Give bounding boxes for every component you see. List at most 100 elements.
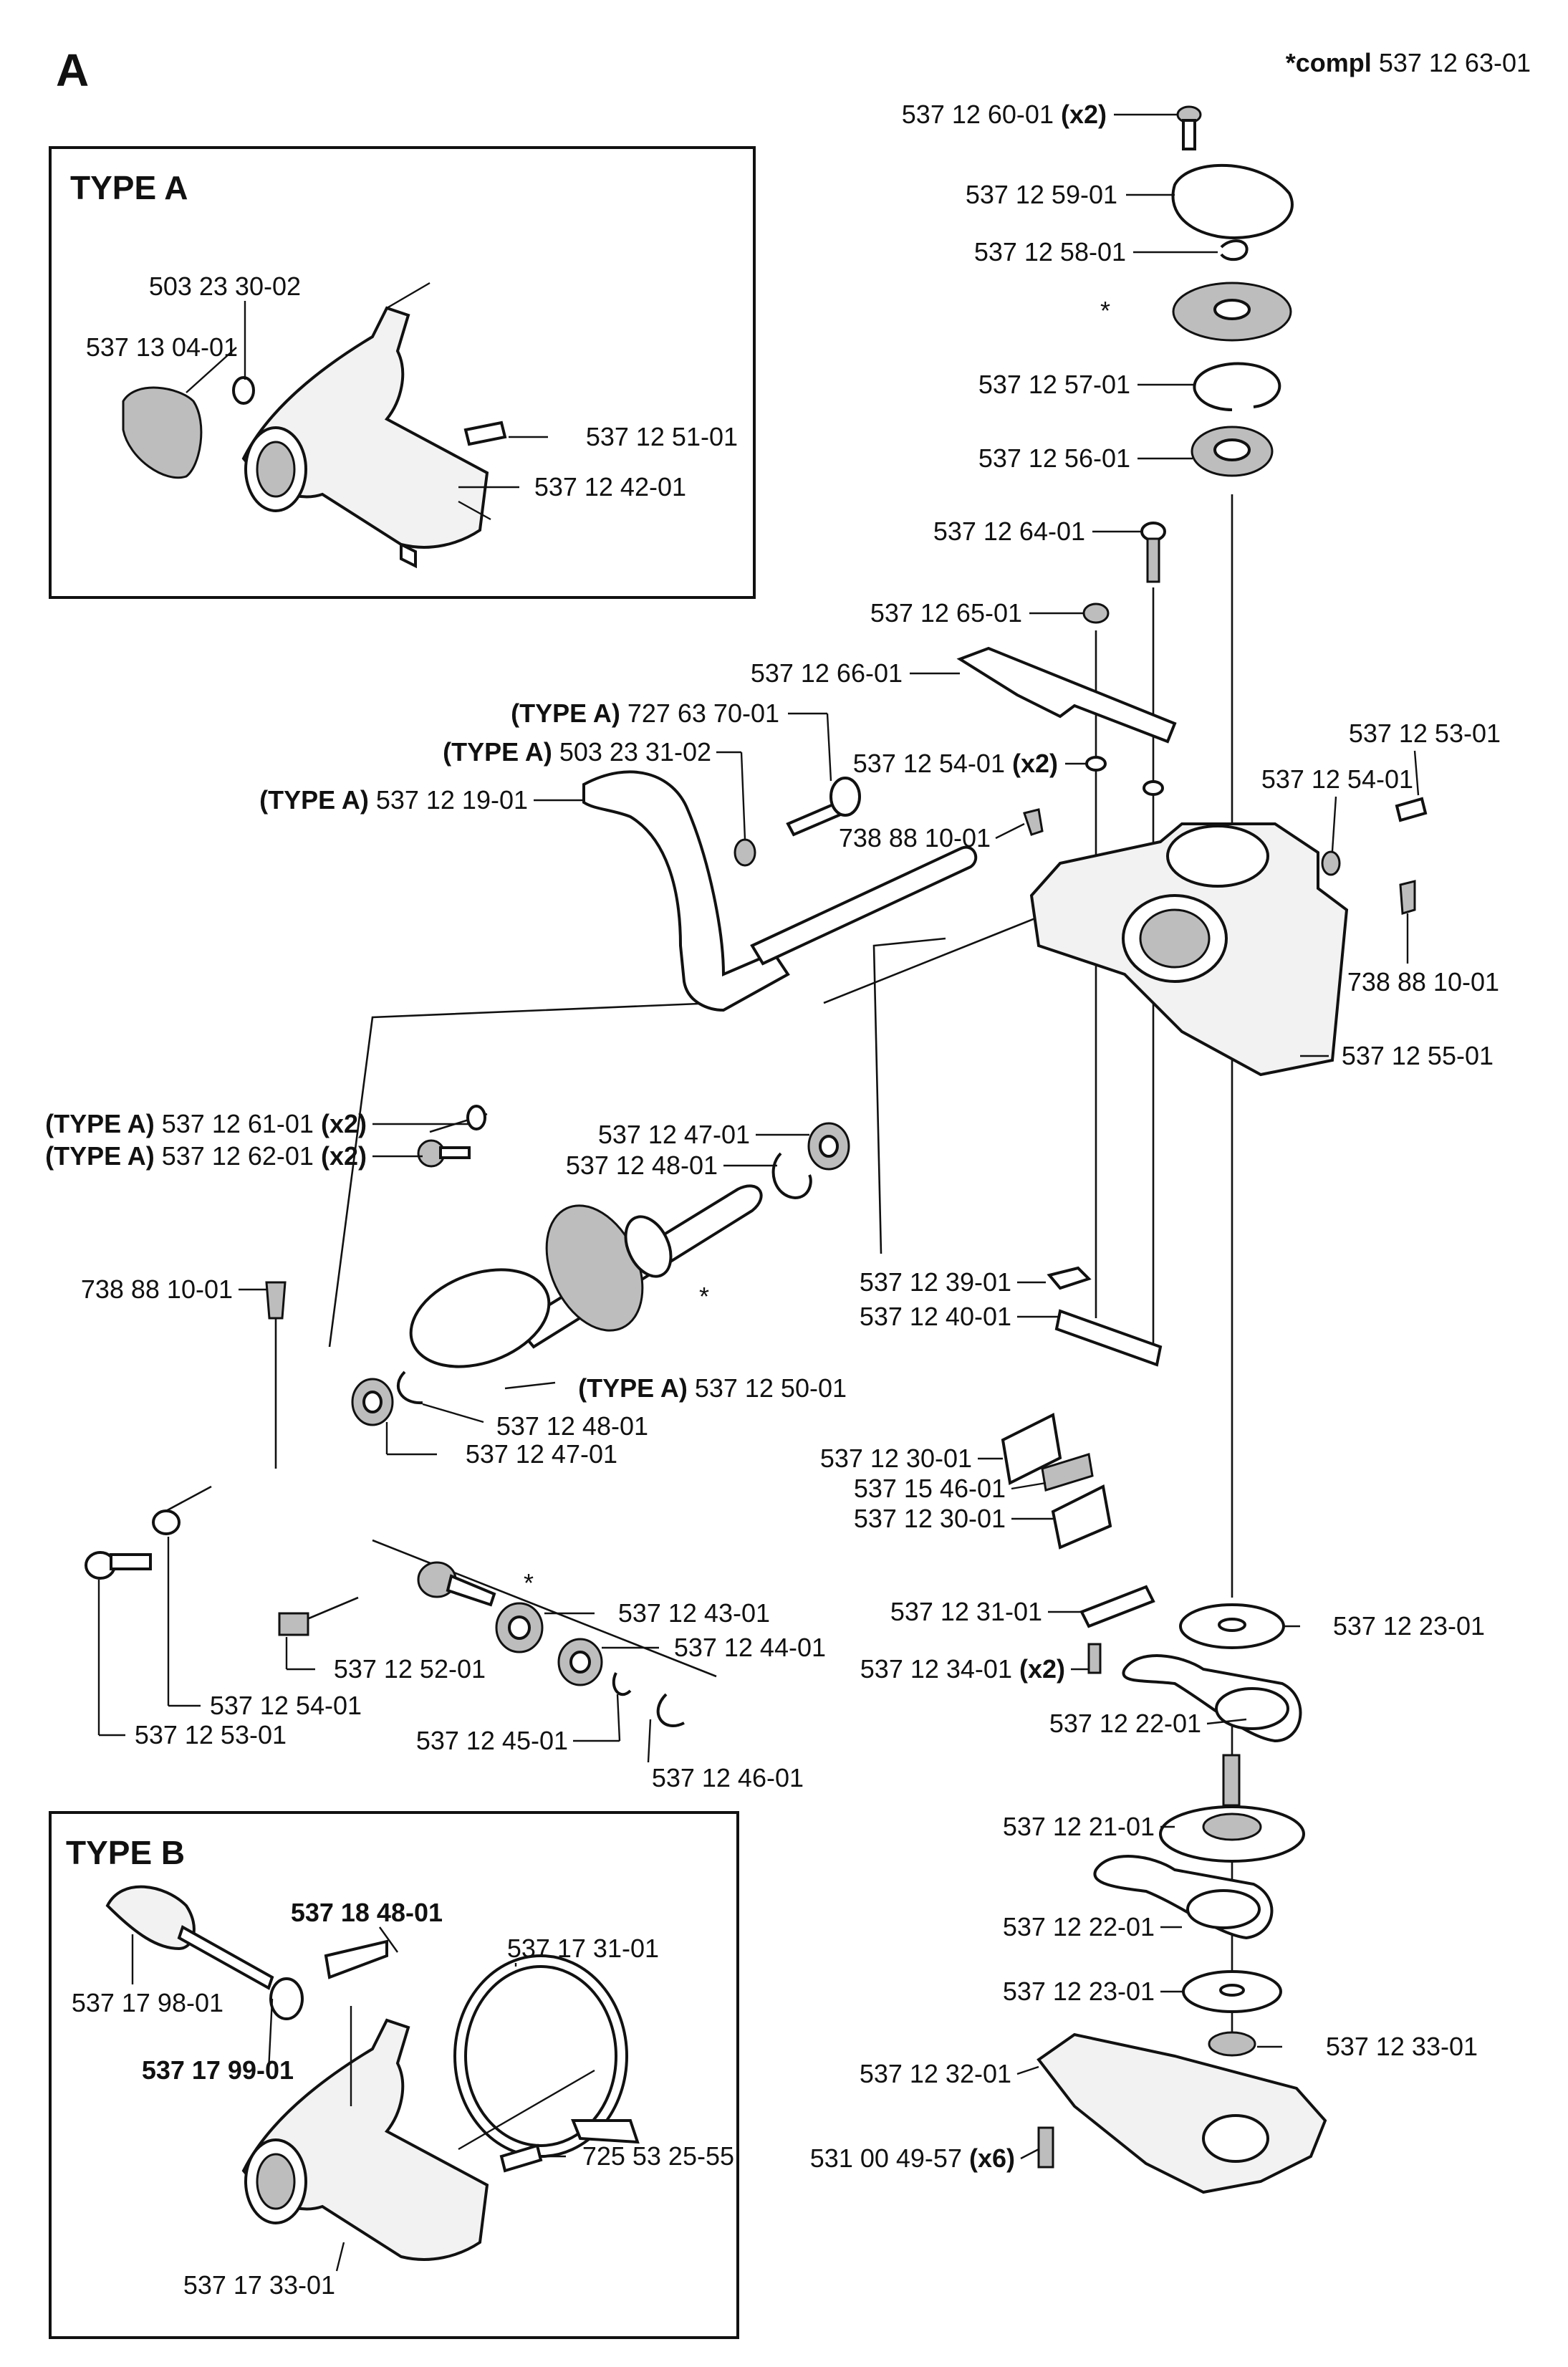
type-a-small-screws: [417, 1105, 486, 1168]
label-537-12-59-01: 537 12 59-01: [966, 180, 1117, 209]
gaskets: [1047, 1266, 1163, 1367]
type-b-parts: [105, 1885, 640, 2261]
label-run: 537 12 52-01: [334, 1654, 486, 1684]
label-537-12-39-01: 537 12 39-01: [860, 1267, 1011, 1297]
washer-1: [1085, 756, 1107, 772]
housing-top-bore: [1166, 825, 1269, 888]
label-run: 537 12 60-01: [902, 100, 1061, 129]
label-725-53-25-55: 725 53 25-55: [582, 2141, 734, 2171]
label-run: 537 12 30-01: [820, 1444, 972, 1473]
label-run: 537 17 31-01: [507, 1934, 659, 1963]
blade-stack: [1036, 1585, 1327, 2194]
label-run: 537 12 44-01: [674, 1633, 826, 1662]
label-537-12-53-01-left: 537 12 53-01: [135, 1720, 287, 1749]
top-cover-assembly: [1171, 105, 1294, 477]
label-run: 537 17 99-01: [142, 2055, 294, 2085]
label-run: 503 23 30-02: [149, 272, 301, 301]
label-537-12-31-01: 537 12 31-01: [890, 1597, 1042, 1626]
label-531-00-49-57: 531 00 49-57 (x6): [810, 2143, 1015, 2173]
label-503-23-30-02: 503 23 30-02: [149, 272, 301, 301]
rubber-blocks: [1001, 1413, 1112, 1550]
label-537-12-45-01: 537 12 45-01: [416, 1726, 568, 1755]
label-run: *: [699, 1282, 709, 1311]
label-run: 537 12 22-01: [1049, 1709, 1201, 1738]
label-run: 537 17 98-01: [72, 1988, 223, 2017]
asterisk-shaft-gear: *: [699, 1282, 709, 1311]
label-537-17-98-01: 537 17 98-01: [72, 1988, 223, 2017]
label-run: (x2): [1012, 749, 1058, 778]
label-run: 537 12 19-01: [369, 785, 528, 815]
type-b-title: TYPE B: [66, 1834, 185, 1871]
label-run: *: [1100, 296, 1110, 325]
label-run: 537 12 59-01: [966, 180, 1117, 209]
label-537-12-52-01: 537 12 52-01: [334, 1654, 486, 1684]
bolt-shaft: [1146, 537, 1160, 583]
label-537-12-50-01: (TYPE A) 537 12 50-01: [578, 1373, 847, 1403]
section-letter: A: [56, 44, 89, 96]
label-537-12-30-01-b: 537 12 30-01: [854, 1504, 1006, 1533]
label-537-18-48-01: 537 18 48-01: [291, 1898, 443, 1927]
label-537-12-57-01: 537 12 57-01: [978, 370, 1130, 399]
label-run: 537 12 62-01: [155, 1141, 321, 1171]
leader-lines: [97, 113, 1420, 2272]
label-537-12-56-01: 537 12 56-01: [978, 443, 1130, 473]
type-a-box: [49, 146, 756, 599]
washer-2: [1143, 780, 1164, 796]
type-a-title: TYPE A: [70, 169, 188, 206]
label-run: 537 12 65-01: [870, 598, 1022, 628]
type-b-box: [49, 1811, 739, 2339]
label-run: 537 12 32-01: [860, 2059, 1011, 2088]
label-537-17-99-01: 537 17 99-01: [142, 2055, 294, 2085]
label-run: 537 12 55-01: [1342, 1041, 1494, 1070]
label-537-12-23-01-b: 537 12 23-01: [1003, 1977, 1155, 2006]
label-537-12-46-01: 537 12 46-01: [652, 1763, 804, 1792]
compl-note: *compl 537 12 63-01: [1286, 48, 1531, 77]
label-run: (TYPE A): [578, 1373, 688, 1403]
label-run: 537 12 30-01: [854, 1504, 1006, 1533]
curved-lever: [582, 770, 790, 1012]
label-run: 738 88 10-01: [81, 1274, 233, 1304]
label-537-12-47-01-a: 537 12 47-01: [598, 1120, 750, 1149]
circlip-small: [1220, 239, 1249, 261]
label-run: 537 12 42-01: [534, 472, 686, 501]
retaining-ring: [1193, 362, 1281, 411]
bolt-right: [1395, 797, 1428, 822]
washer-type-a: [734, 838, 756, 867]
label-537-12-64-01: 537 12 64-01: [933, 517, 1085, 546]
label-537-12-22-01-b: 537 12 22-01: [1003, 1912, 1155, 1941]
bracket-plate: [956, 646, 1177, 744]
asterisk-gear-top: *: [1100, 296, 1110, 325]
label-537-13-04-01: 537 13 04-01: [86, 332, 238, 362]
compl-prefix: *compl: [1286, 48, 1372, 77]
label-537-12-23-01-a: 537 12 23-01: [1333, 1611, 1485, 1641]
label-738-88-10-01-b: 738 88 10-01: [1347, 967, 1499, 997]
circlip-shaft-bottom: [396, 1370, 423, 1405]
screw-shaft: [1182, 119, 1196, 150]
gear-hub: [1213, 299, 1251, 320]
label-537-12-22-01-a: 537 12 22-01: [1049, 1709, 1201, 1738]
label-738-88-10-01-c: 738 88 10-01: [81, 1274, 233, 1304]
label-run: 537 12 34-01: [860, 1654, 1019, 1684]
label-run: 537 12 54-01: [853, 749, 1012, 778]
grease-nipple-1: [1023, 808, 1044, 836]
label-537-17-31-01: 537 17 31-01: [507, 1934, 659, 1963]
label-537-12-34-01: 537 12 34-01 (x2): [860, 1654, 1065, 1684]
label-run: 537 12 22-01: [1003, 1912, 1155, 1941]
label-run: *: [524, 1568, 534, 1598]
label-503-23-31-02: (TYPE A) 503 23 31-02: [443, 737, 711, 767]
asterisk-pinion: *: [524, 1568, 534, 1598]
label-537-12-58-01: 537 12 58-01: [974, 237, 1126, 267]
label-run: 531 00 49-57: [810, 2143, 969, 2173]
label-run: 537 15 46-01: [854, 1474, 1006, 1503]
label-run: 537 12 64-01: [933, 517, 1085, 546]
gearbox-bottom-plate: [1036, 2032, 1327, 2194]
label-run: (x6): [969, 2143, 1015, 2173]
label-run: 537 18 48-01: [291, 1898, 443, 1927]
type-a-parts: [122, 306, 507, 569]
label-537-12-44-01: 537 12 44-01: [674, 1633, 826, 1662]
label-537-12-32-01: 537 12 32-01: [860, 2059, 1011, 2088]
label-537-12-47-01-b: 537 12 47-01: [466, 1439, 617, 1469]
label-run: 727 63 70-01: [620, 698, 779, 728]
label-run: 537 12 39-01: [860, 1267, 1011, 1297]
